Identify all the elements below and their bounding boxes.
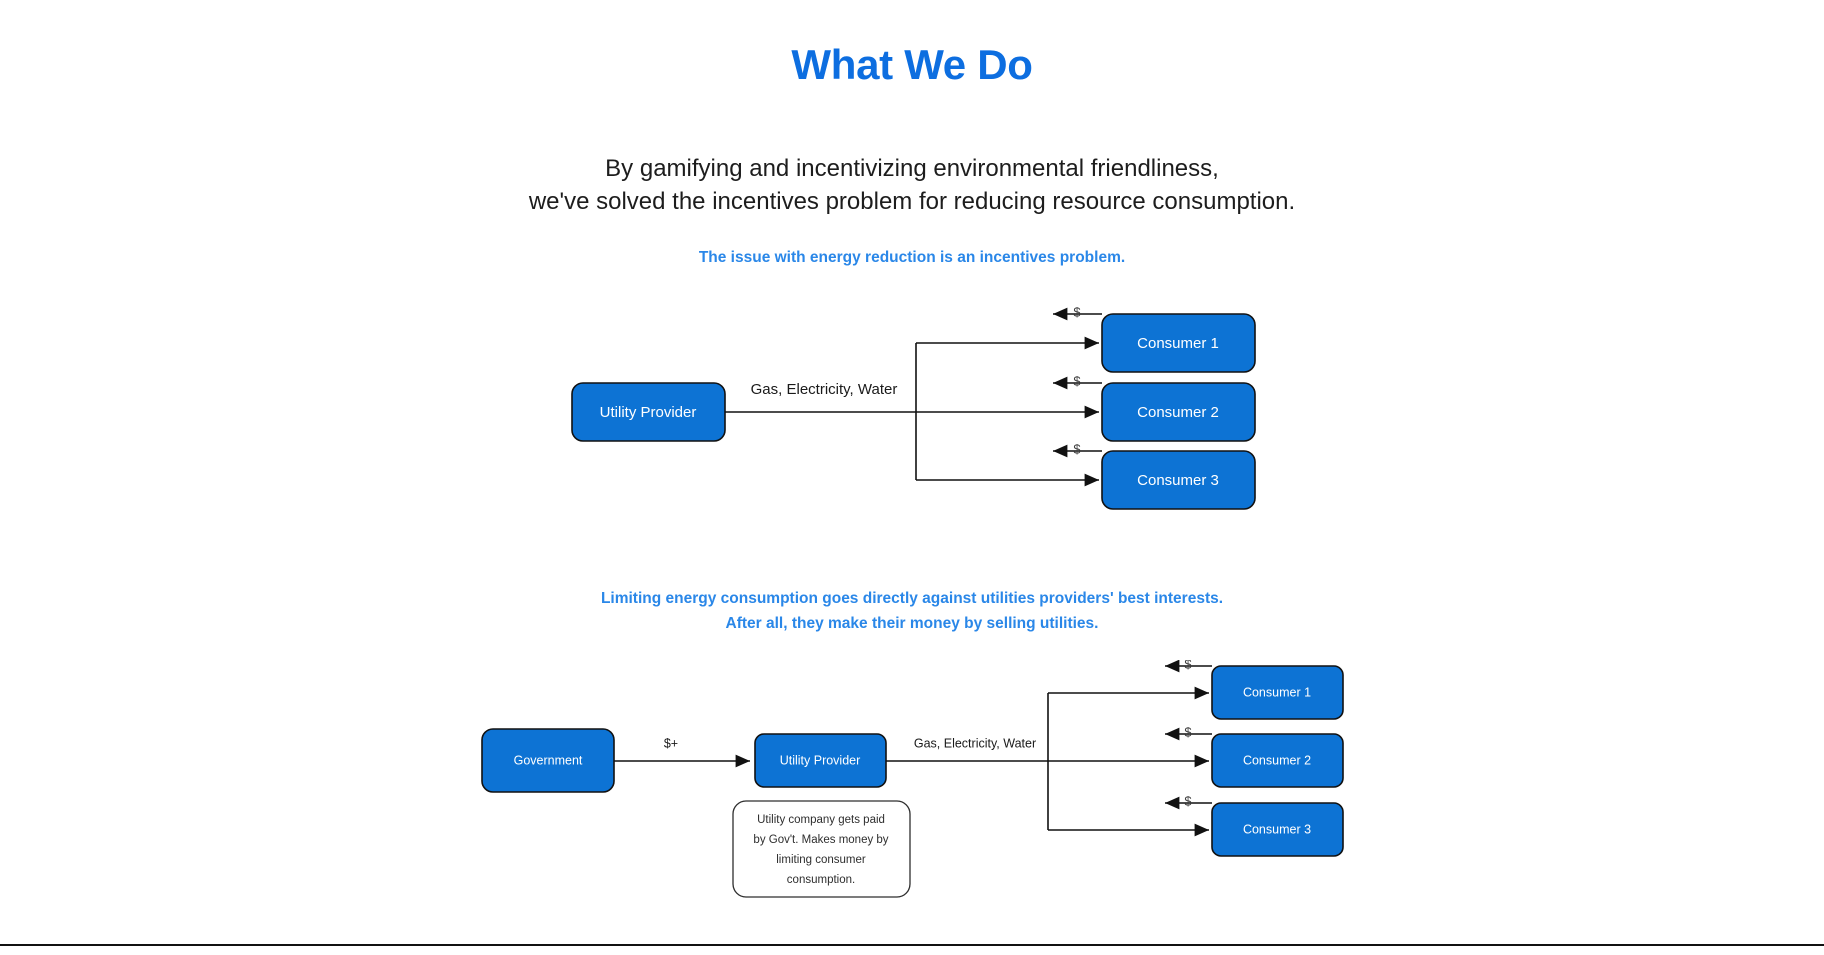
d1-payment-label-1: $: [1073, 304, 1081, 319]
d1-edge-service-routing: [725, 336, 1099, 487]
d2-government-label: Government: [514, 753, 583, 767]
diagram-proposed-state: $+ Gas, Electricity, Water $ $ $: [0, 660, 1824, 910]
d1-edge-payments: [1053, 307, 1102, 458]
d2-service-label: Gas, Electricity, Water: [914, 736, 1036, 750]
d2-payment-label-3: $: [1184, 793, 1192, 808]
caption-first-text: The issue with energy reduction is an in…: [698, 249, 1126, 266]
diagram-current-state: $ $ $ Gas, Electricity, Water Utility Pr…: [0, 290, 1824, 530]
d2-note-line-4: consumption.: [787, 874, 855, 886]
page-title: What We Do: [791, 41, 1033, 88]
d1-node-consumer-1[interactable]: Consumer 1: [1101, 313, 1256, 373]
d1-payment-label-3: $: [1073, 441, 1081, 456]
lede-paragraph: By gamifying and incentivizing environme…: [0, 152, 1824, 218]
d2-note-line-3: limiting consumer: [776, 854, 866, 866]
d2-node-utility-provider[interactable]: Utility Provider: [754, 733, 887, 788]
d2-note-line-2: by Gov't. Makes money by: [753, 834, 888, 846]
caption-first: The issue with energy reduction is an in…: [0, 245, 1824, 270]
d2-node-consumer-1[interactable]: Consumer 1: [1211, 665, 1344, 720]
d2-consumer-1-label: Consumer 1: [1243, 685, 1311, 699]
caption-second-line-1: Limiting energy consumption goes directl…: [600, 590, 1224, 607]
lede-line-2: we've solved the incentives problem for …: [528, 188, 1296, 215]
d1-utility-provider-label: Utility Provider: [600, 404, 697, 421]
footer-divider: [0, 944, 1824, 946]
d1-consumer-3-label: Consumer 3: [1137, 472, 1219, 489]
d2-note-line-1: Utility company gets paid: [757, 814, 885, 826]
d1-consumer-1-label: Consumer 1: [1137, 335, 1219, 352]
d2-consumer-2-label: Consumer 2: [1243, 753, 1311, 767]
caption-second-line-2: After all, they make their money by sell…: [725, 615, 1099, 632]
caption-second: Limiting energy consumption goes directl…: [0, 586, 1824, 636]
d2-payment-label-1: $: [1184, 660, 1192, 671]
d2-node-consumer-3[interactable]: Consumer 3: [1211, 802, 1344, 857]
d2-payment-label-2: $: [1184, 724, 1192, 739]
d1-node-utility-provider[interactable]: Utility Provider: [571, 382, 726, 442]
d1-service-label: Gas, Electricity, Water: [751, 381, 898, 398]
d2-consumer-3-label: Consumer 3: [1243, 822, 1311, 836]
d2-subsidy-label: $+: [664, 736, 678, 750]
d2-node-government[interactable]: Government: [481, 728, 615, 793]
d2-edge-service-routing: [886, 686, 1209, 837]
d2-note-box: Utility company gets paid by Gov't. Make…: [732, 800, 911, 898]
d1-consumer-2-label: Consumer 2: [1137, 404, 1219, 421]
d1-payment-label-2: $: [1073, 373, 1081, 388]
d1-node-consumer-3[interactable]: Consumer 3: [1101, 450, 1256, 510]
d2-edge-payments: [1165, 660, 1212, 810]
d2-utility-provider-label: Utility Provider: [780, 753, 861, 767]
lede-line-1: By gamifying and incentivizing environme…: [605, 155, 1219, 182]
d2-node-consumer-2[interactable]: Consumer 2: [1211, 733, 1344, 788]
d1-node-consumer-2[interactable]: Consumer 2: [1101, 382, 1256, 442]
